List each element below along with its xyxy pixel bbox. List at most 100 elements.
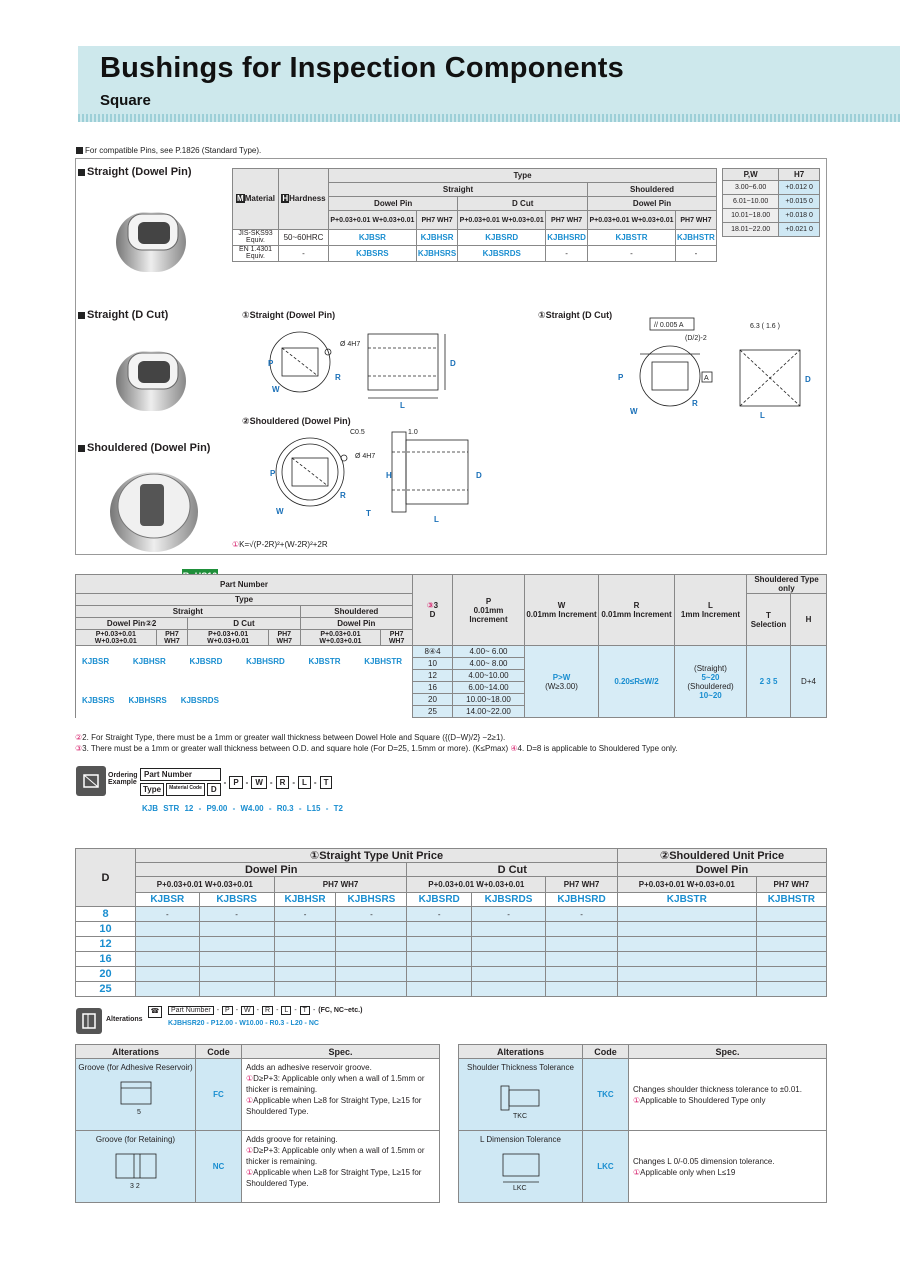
tol-cell: +0.012 0 xyxy=(778,180,820,195)
w-box: W xyxy=(251,775,267,789)
price-cell: - xyxy=(545,906,618,922)
price-cell xyxy=(335,966,408,982)
table-row: 12 xyxy=(75,936,828,952)
l-dimension-diagram: LKC xyxy=(502,1153,539,1192)
ordering-example: KJB STR 12 - P9.00 - W4.00 - R0.3 - L15 … xyxy=(142,804,343,813)
shoulder-only-header: Shouldered Type only xyxy=(746,574,827,594)
svg-text:R: R xyxy=(340,491,346,500)
alterations-header: Alterations xyxy=(458,1044,583,1059)
alteration-code: LKC xyxy=(582,1130,629,1203)
price-cell: - xyxy=(273,906,337,922)
alterations-format: Part Number -P -W -R -L -T -(FC, NC~etc.… xyxy=(168,1006,362,1015)
dowel-pin-header: Dowel Pin xyxy=(299,617,414,630)
shouldered-header: Shouldered xyxy=(299,605,414,618)
material-code-box: Material Code xyxy=(166,783,205,796)
svg-text:5: 5 xyxy=(137,1109,141,1116)
alterations-icon xyxy=(76,1008,102,1034)
part-code: KJBHSRD xyxy=(545,228,589,246)
d-header: D xyxy=(75,848,136,907)
ordering-label: Ordering Example xyxy=(108,772,138,786)
type-header: Type xyxy=(75,593,413,606)
price-cell xyxy=(545,951,618,967)
price-cell xyxy=(406,981,472,997)
straight-header: Straight xyxy=(327,182,589,198)
svg-text:TKC: TKC xyxy=(513,1113,527,1120)
shouldered-price-header: ②Shouldered Unit Price xyxy=(616,848,828,863)
alteration-name: L Dimension Tolerance LKC xyxy=(458,1130,583,1203)
alterations-suffix: (FC, NC~etc.) xyxy=(318,1007,363,1014)
p-value: 4.00~ 8.00 xyxy=(452,657,525,670)
straight-dowel-pin-drawing: Ø 4H7 P W R D L xyxy=(268,331,456,410)
price-cell xyxy=(616,906,757,922)
tol-header: PH7 WH7 xyxy=(273,876,408,893)
tol-header: P+0.03+0.01 W+0.03+0.01 xyxy=(328,210,417,230)
hardness-header: HHardness xyxy=(278,168,329,230)
tol-header: PH7 WH7 xyxy=(755,876,828,893)
table-row: L Dimension Tolerance LKC LKC Changes L … xyxy=(458,1130,827,1203)
d-value: 20 xyxy=(75,966,136,982)
part-code: KJBHSTR xyxy=(755,892,828,907)
h-header: H xyxy=(790,593,827,646)
table-row: Groove (for Adhesive Reservoir) 5 FC Add… xyxy=(75,1058,440,1131)
tol-header: P+0.03+0.01 W+0.03+0.01 xyxy=(187,629,269,646)
svg-text:A: A xyxy=(704,375,709,382)
part-code: KJBSR xyxy=(82,657,110,666)
svg-text:W: W xyxy=(630,407,638,416)
part-code: KJBHSR xyxy=(273,892,337,907)
price-cell xyxy=(545,981,618,997)
range-cell: 3.00~6.00 xyxy=(721,180,780,195)
bullet-square-icon xyxy=(76,147,83,154)
footnote: ②2. For Straight Type, there must be a 1… xyxy=(75,733,506,742)
w-box: W xyxy=(241,1006,254,1015)
price-cell xyxy=(755,906,828,922)
table-row: EN 1.4301 Equiv. - KJBSRS KJBHSRS KJBSRD… xyxy=(232,244,718,263)
svg-text:L: L xyxy=(760,411,765,420)
price-cell xyxy=(470,936,547,952)
price-cell: - xyxy=(135,906,200,922)
alterations-label: Alterations xyxy=(106,1016,143,1023)
part-number-box: Part Number xyxy=(168,1006,214,1015)
groove-adhesive-diagram: 5 xyxy=(120,1081,151,1116)
d-value: 12 xyxy=(75,936,136,952)
part-code: KJBSTR xyxy=(308,657,341,666)
straight-header: Straight xyxy=(75,605,301,618)
price-table: D ①Straight Type Unit Price ②Shouldered … xyxy=(75,848,828,997)
price-cell xyxy=(755,921,828,937)
price-cell xyxy=(406,921,472,937)
price-cell xyxy=(616,936,757,952)
price-cell xyxy=(273,951,337,967)
part-code: KJBHSR xyxy=(415,228,459,246)
spec-header: Spec. xyxy=(628,1044,827,1059)
price-cell xyxy=(545,966,618,982)
part-code: KJBHSRD xyxy=(545,892,618,907)
compat-note: For compatible Pins, see P.1826 (Standar… xyxy=(76,146,261,155)
tol-header: PH7 WH7 xyxy=(155,629,189,646)
part-code: KJBHSR xyxy=(132,657,166,666)
material-cell: EN 1.4301 Equiv. xyxy=(232,244,279,263)
p-box: P xyxy=(229,775,243,789)
footnotes: ②2. For Straight Type, there must be a 1… xyxy=(75,732,827,754)
header-stripe xyxy=(78,114,900,122)
price-cell xyxy=(273,966,337,982)
code-header: Code xyxy=(582,1044,629,1059)
price-cell: - xyxy=(335,906,408,922)
svg-text:1.0: 1.0 xyxy=(408,429,418,436)
price-cell xyxy=(335,981,408,997)
alteration-code: NC xyxy=(195,1130,242,1203)
dowel-pin-header: Dowel Pin xyxy=(327,196,459,212)
spec-header: Spec. xyxy=(241,1044,440,1059)
range-cell: 18.01~22.00 xyxy=(721,222,780,237)
tol-header: PH7 WH7 xyxy=(380,629,413,646)
straight-price-header: ①Straight Type Unit Price xyxy=(135,848,618,863)
product-type-label: Straight (Dowel Pin) xyxy=(78,166,228,178)
straight-d-cut-photo xyxy=(116,351,186,411)
pw-header: P,W xyxy=(721,168,780,181)
alterations-table-left: Alterations Code Spec. Groove (for Adhes… xyxy=(75,1044,440,1203)
svg-text:LKC: LKC xyxy=(513,1185,527,1192)
part-code: KJBSRS xyxy=(198,892,275,907)
price-cell xyxy=(406,936,472,952)
svg-text:R: R xyxy=(692,399,698,408)
page-subtitle: Square xyxy=(100,92,151,109)
price-cell xyxy=(273,981,337,997)
